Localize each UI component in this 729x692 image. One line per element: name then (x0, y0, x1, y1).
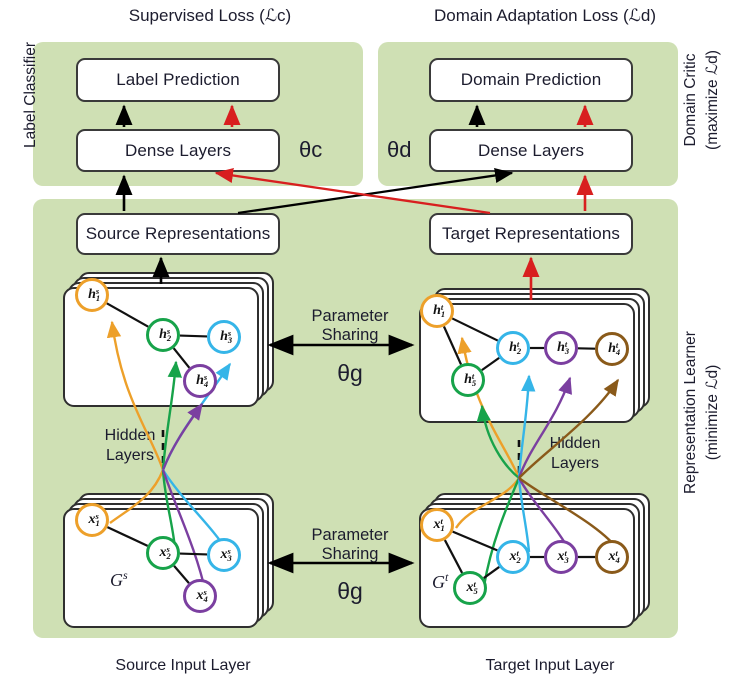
side-label-domain-critic-line2: (maximize ℒd) (704, 50, 721, 150)
parameter-sharing-input-label: Parameter Sharing (311, 526, 389, 564)
hidden-layers-label-source: Hidden Layers (104, 427, 156, 464)
side-label-domain-critic-line1: Domain Critic (682, 53, 699, 147)
graph-name-target: Gt (432, 570, 449, 592)
theta-classifier: θc (299, 137, 323, 162)
theta-g-hidden: θg (337, 360, 363, 386)
title-domain-adaptation-loss: Domain Adaptation Loss (ℒd) (433, 6, 657, 25)
box-label-prediction[interactable]: Label Prediction (76, 58, 280, 102)
theta-domain: θd (387, 137, 412, 162)
box-dense-layers-critic[interactable]: Dense Layers (429, 129, 633, 172)
box-source-representations[interactable]: Source Representations (76, 213, 280, 255)
box-target-representations[interactable]: Target Representations (429, 213, 633, 255)
parameter-sharing-hidden-label: Parameter Sharing (311, 307, 389, 345)
box-dense-layers-classifier[interactable]: Dense Layers (76, 129, 280, 172)
box-domain-prediction[interactable]: Domain Prediction (429, 58, 633, 102)
title-supervised-loss: Supervised Loss (ℒc) (128, 6, 292, 25)
bottom-label-target-input-layer: Target Input Layer (485, 657, 615, 674)
hidden-layers-label-target: Hidden Layers (549, 435, 601, 472)
side-label-representation-learner-line2: (minimize ℒd) (704, 364, 721, 461)
graph-name-source-sup: s (123, 568, 128, 582)
theta-g-input: θg (337, 578, 363, 604)
graph-name-target-sup: t (445, 570, 449, 584)
side-label-label-classifier: Label Classifier (22, 42, 39, 148)
graph-name-source: Gs (110, 568, 128, 590)
bottom-label-source-input-layer: Source Input Layer (115, 657, 251, 674)
side-label-representation-learner-line1: Representation Learner (682, 331, 699, 494)
